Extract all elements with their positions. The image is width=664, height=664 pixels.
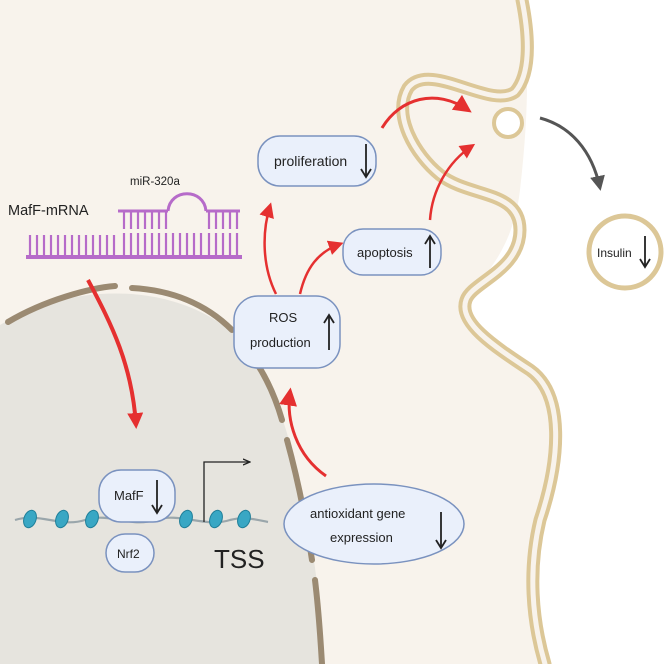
antioxidant-down-arrow (435, 512, 447, 550)
maff-node: MafF (98, 469, 176, 523)
arrow-apoptosis-to-vesicle (428, 143, 476, 221)
ros-label-line1: ROS (269, 310, 298, 325)
mrna-mirna-duplex (26, 192, 242, 259)
nrf2-label: Nrf2 (117, 547, 140, 561)
maff-label: MafF (114, 488, 144, 503)
nrf2-node: Nrf2 (105, 533, 155, 573)
maff-down-arrow (151, 480, 163, 515)
proliferation-node: proliferation (257, 135, 377, 187)
ros-node: ROS production (233, 295, 341, 369)
apoptosis-label: apoptosis (357, 245, 413, 260)
insulin-down-arrow (639, 236, 651, 269)
mirna-teeth (122, 211, 239, 229)
tss-label: TSS (214, 544, 265, 574)
secretory-vesicle (492, 107, 524, 139)
apoptosis-up-arrow (424, 234, 436, 268)
proliferation-label: proliferation (274, 153, 347, 169)
arrow-proliferation-to-vesicle (380, 94, 472, 129)
arrow-mrna-to-maff (86, 279, 144, 429)
proliferation-down-arrow (360, 144, 372, 179)
nucleosomes (23, 509, 251, 529)
arrow-vesicle-to-insulin (539, 116, 605, 191)
ros-up-arrow (323, 313, 335, 350)
mirna-label: miR-320a (130, 176, 180, 188)
mrna-teeth (28, 233, 239, 255)
antioxidant-label-line1: antioxidant gene (310, 506, 405, 521)
arrow-ros-to-apoptosis (298, 240, 344, 295)
mrna-label: MafF-mRNA (8, 203, 89, 219)
ros-label-line2: production (250, 335, 311, 350)
insulin-granule: Insulin (586, 213, 664, 291)
insulin-label: Insulin (597, 246, 632, 260)
antioxidant-node: antioxidant gene expression (283, 483, 465, 565)
arrow-ros-to-proliferation (259, 202, 278, 295)
arrow-antioxidant-to-ros (279, 387, 327, 478)
apoptosis-node: apoptosis (342, 228, 442, 276)
tss-arrow (203, 462, 250, 522)
dna-strand (14, 509, 269, 529)
plasma-membrane (396, 0, 563, 664)
antioxidant-label-line2: expression (330, 530, 393, 545)
